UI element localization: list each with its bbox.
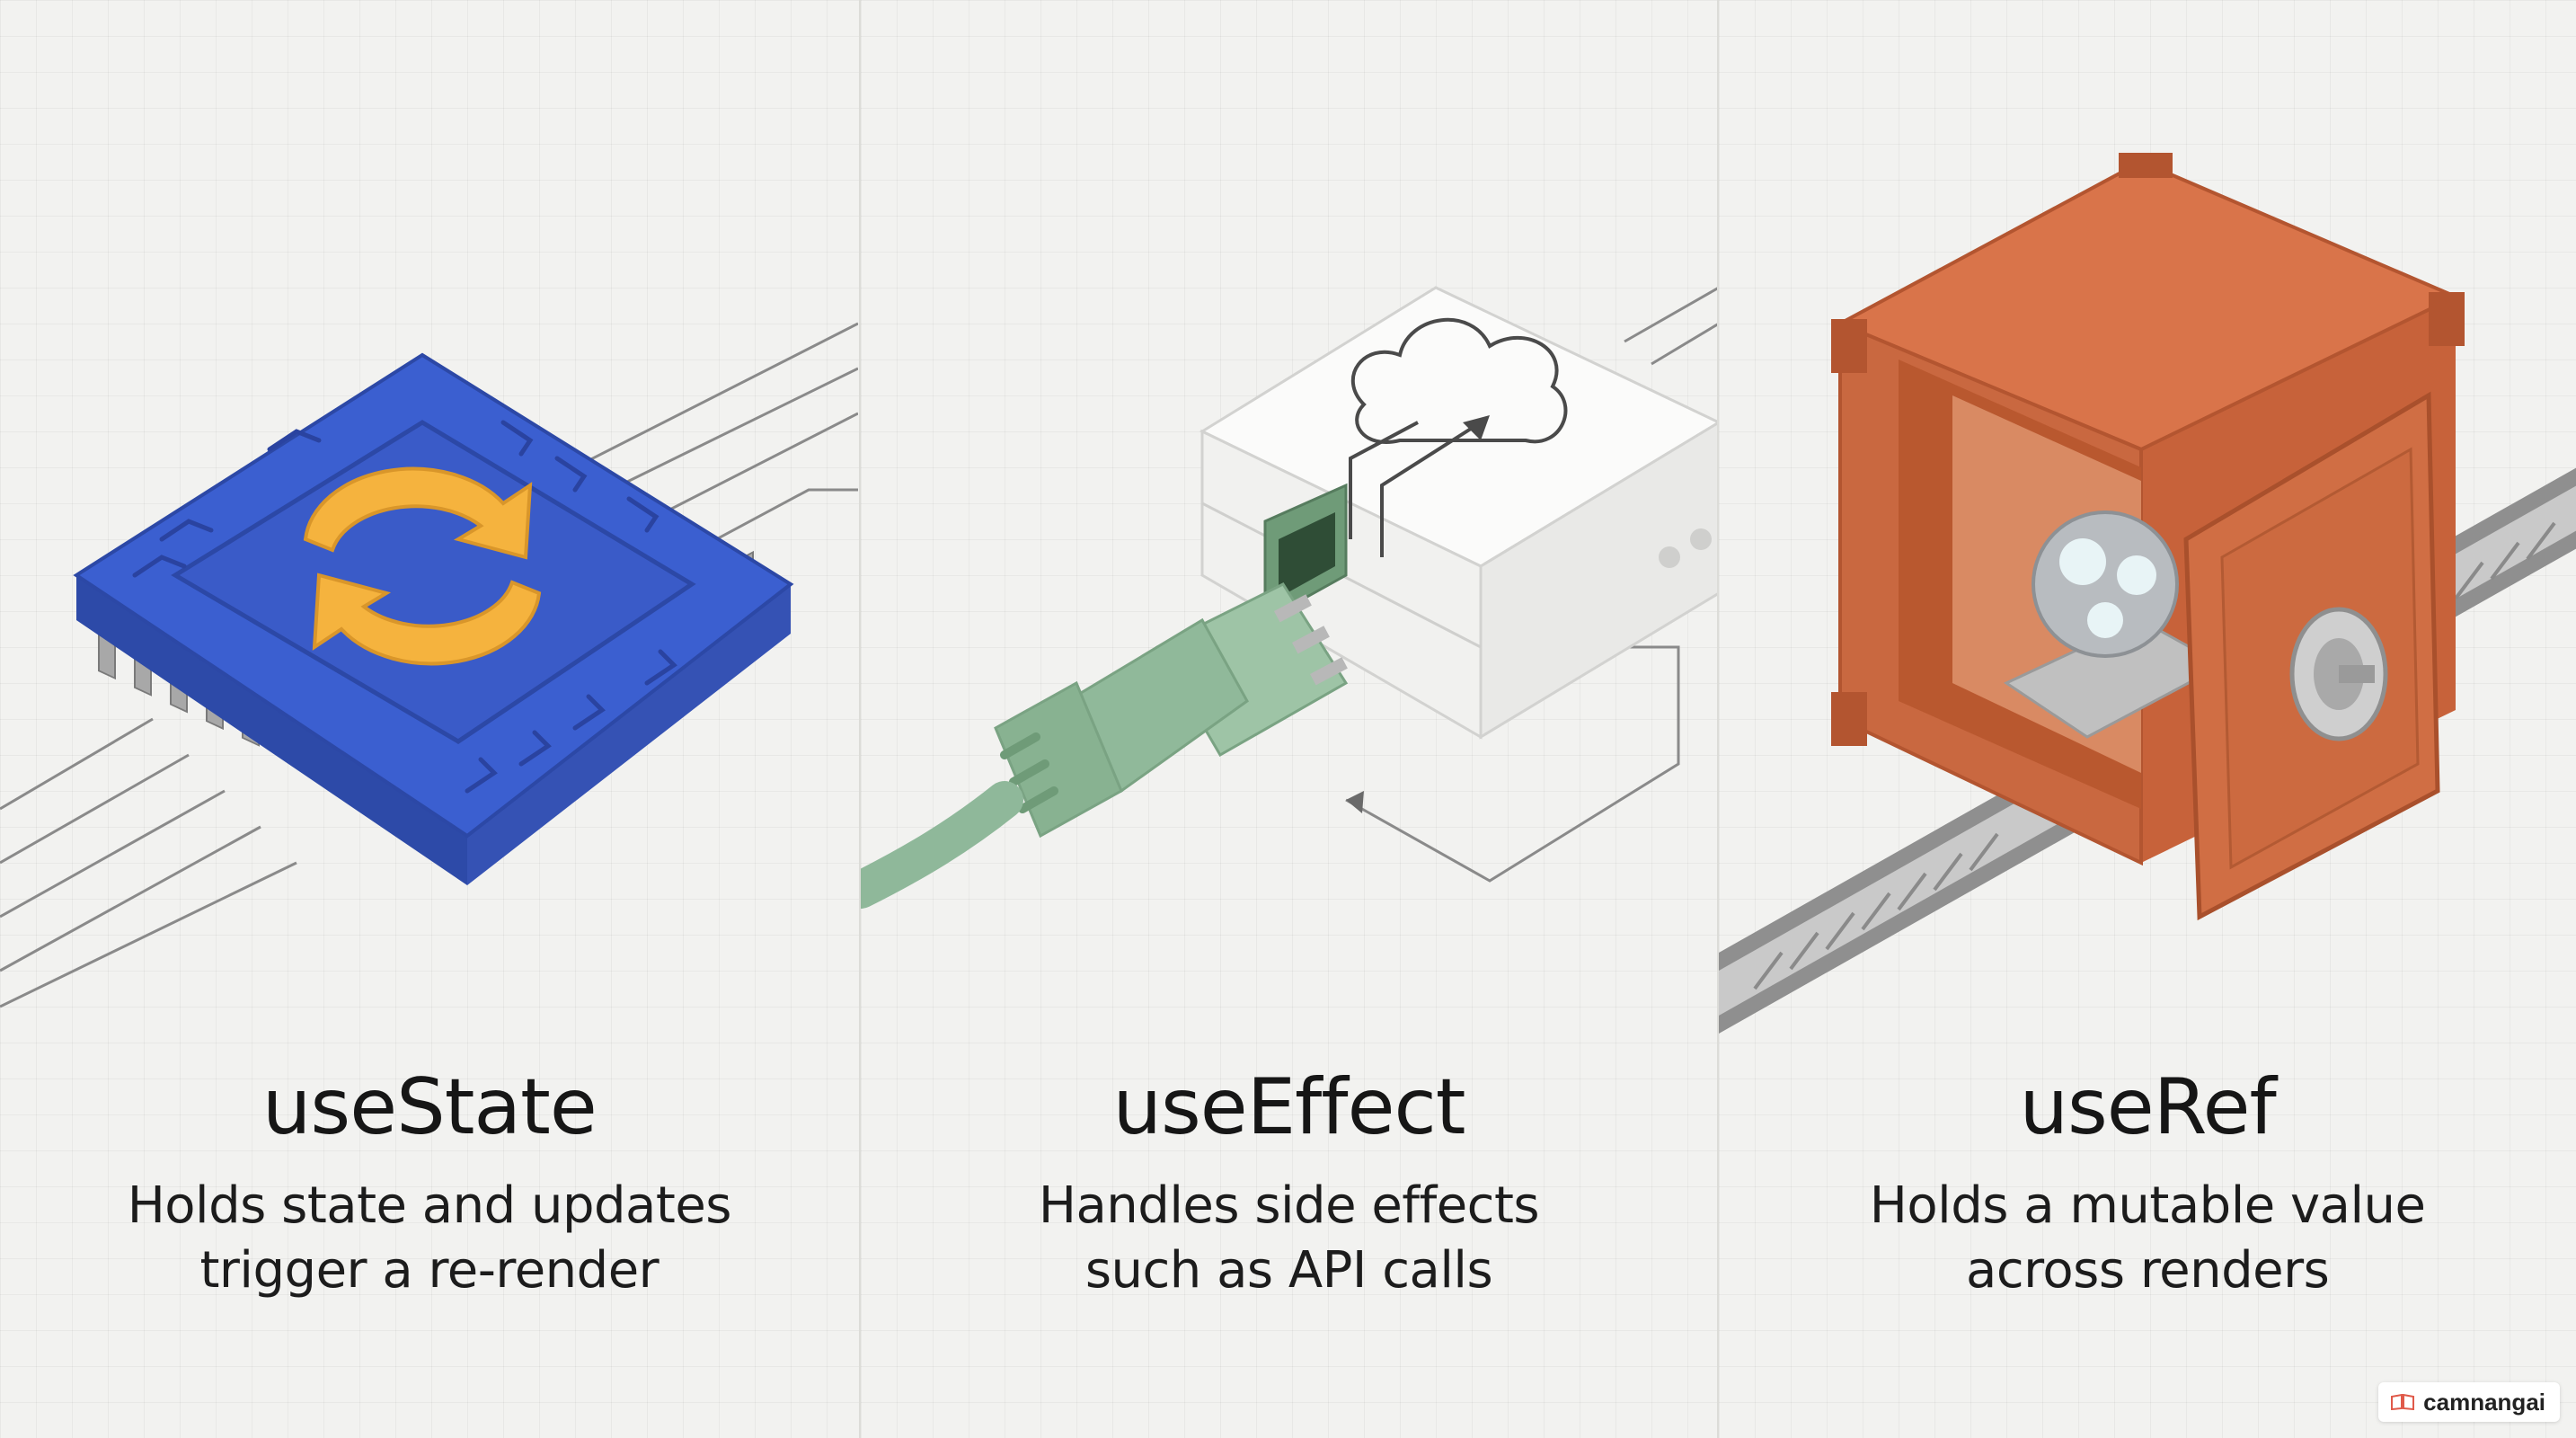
cloud-connector-icon [860,0,1718,1034]
panel-title: useState [261,1062,598,1152]
book-icon [2391,1394,2415,1410]
description-line: such as API calls [1084,1240,1493,1300]
description-line: Holds state and updates [127,1176,732,1235]
description-line: Handles side effects [1038,1176,1540,1235]
description-line: Holds a mutable value [1869,1176,2426,1235]
description-line: across renders [1966,1240,2330,1300]
panel-description: Handles side effects such as API calls [861,1174,1718,1303]
panel-usestate: useState Holds state and updates trigger… [0,0,859,1438]
panel-useref: useRef Holds a mutable value across rend… [1717,0,2576,1438]
watermark: camnangai [2378,1382,2560,1422]
panel-description: Holds state and updates trigger a re-ren… [0,1174,859,1303]
description-line: trigger a re-render [199,1240,659,1300]
watermark-text: camnangai [2423,1388,2545,1416]
microchip-refresh-icon [0,0,858,1034]
panel-useeffect: useEffect Handles side effects such as A… [858,0,1718,1438]
panel-title: useRef [2019,1062,2276,1152]
safe-box-icon [1719,0,2576,1034]
panel-description: Holds a mutable value across renders [1719,1174,2576,1303]
panel-title: useEffect [1112,1062,1465,1152]
